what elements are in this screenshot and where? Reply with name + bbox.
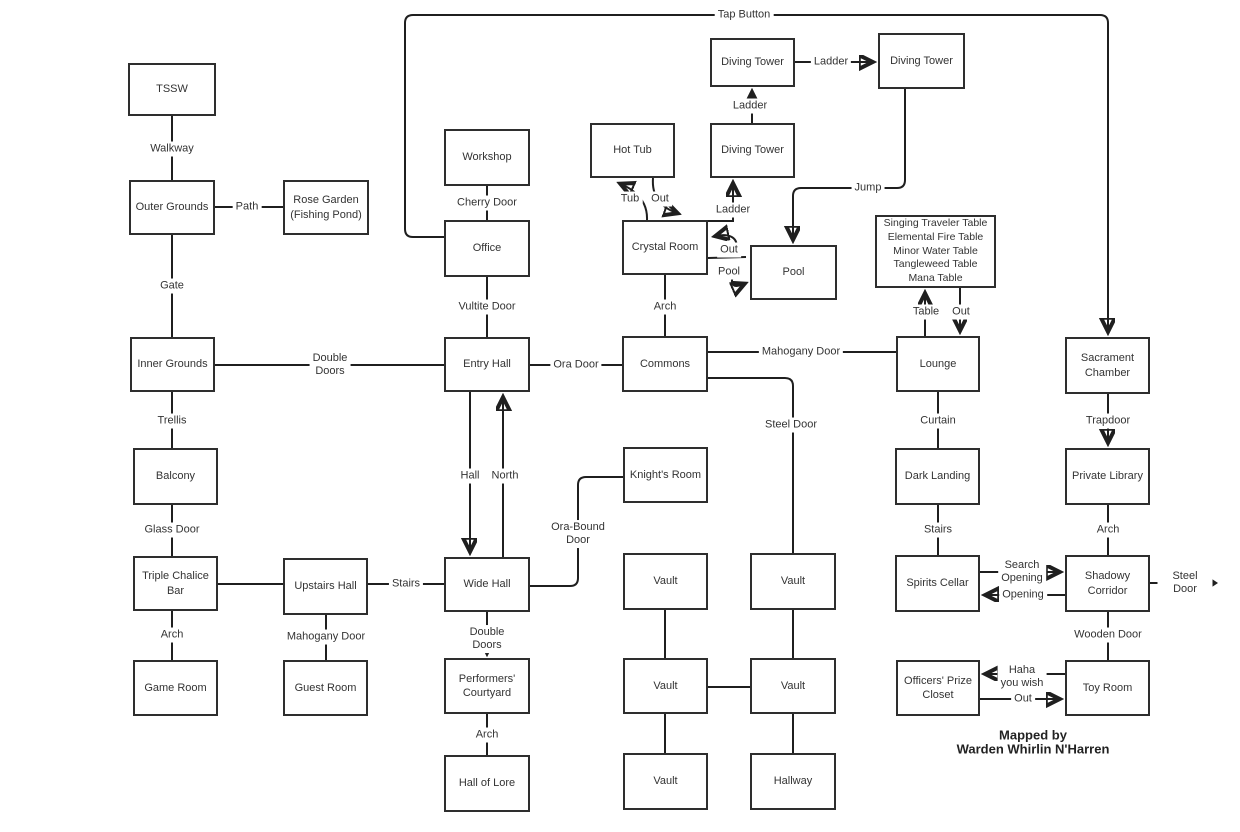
room-crystal-room: Crystal Room bbox=[622, 220, 708, 275]
room-wide-hall: Wide Hall bbox=[444, 557, 530, 612]
edge-label-search-opening: Search Opening bbox=[998, 558, 1046, 586]
edge-label-table: Table bbox=[909, 304, 943, 320]
edge-label-steel-door-vault: Steel Door bbox=[762, 417, 820, 433]
map-credit: Mapped by Warden Whirlin N'Harren bbox=[957, 728, 1110, 755]
room-diving-tower-low: Diving Tower bbox=[710, 123, 795, 178]
room-sacrament-chamber: Sacrament Chamber bbox=[1065, 337, 1150, 394]
room-vault-l3: Vault bbox=[623, 753, 708, 810]
edge-label-hall: Hall bbox=[457, 468, 483, 484]
room-dark-landing: Dark Landing bbox=[895, 448, 980, 505]
room-toy-room: Toy Room bbox=[1065, 660, 1150, 716]
edge-label-stairs-cellar: Stairs bbox=[920, 522, 956, 538]
room-tssw: TSSW bbox=[128, 63, 216, 116]
edge-label-trellis: Trellis bbox=[154, 413, 190, 429]
edge-label-curtain: Curtain bbox=[917, 413, 959, 429]
room-diving-tower-mid: Diving Tower bbox=[710, 38, 795, 87]
edge-label-steel-door-exit: Steel Door bbox=[1157, 569, 1213, 597]
edge-label-tub: Tub bbox=[617, 191, 643, 207]
room-performers-courtyard: Performers' Courtyard bbox=[444, 658, 530, 714]
room-inner-grounds: Inner Grounds bbox=[130, 337, 215, 392]
room-guest-room: Guest Room bbox=[283, 660, 368, 716]
room-triple-chalice-bar: Triple Chalice Bar bbox=[133, 556, 218, 611]
edge-label-ladder-towers-v: Ladder bbox=[729, 98, 771, 114]
edge-label-out-toy-room: Out bbox=[1011, 691, 1035, 707]
edge-label-out-lounge: Out bbox=[949, 304, 973, 320]
edge-label-gate: Gate bbox=[157, 278, 187, 294]
room-rose-garden: Rose Garden (Fishing Pond) bbox=[283, 180, 369, 235]
edge-label-haha-you-wish: Haha you wish bbox=[997, 663, 1047, 691]
edge-label-pool: Pool bbox=[714, 264, 744, 280]
room-balcony: Balcony bbox=[133, 448, 218, 505]
edge-label-stairs-upstairs: Stairs bbox=[388, 576, 424, 592]
room-vault-r2: Vault bbox=[750, 658, 836, 714]
edge-tap-button-line bbox=[404, 14, 1108, 331]
edge-label-trapdoor: Trapdoor bbox=[1082, 413, 1134, 429]
edge-label-ladder-towers-h: Ladder bbox=[810, 54, 852, 70]
map-credit-line2: Warden Whirlin N'Harren bbox=[956, 741, 1110, 756]
edge-label-north: North bbox=[488, 468, 522, 484]
room-diving-tower-right: Diving Tower bbox=[878, 33, 965, 89]
edge-label-arch-bar: Arch bbox=[157, 627, 187, 643]
room-commons: Commons bbox=[622, 336, 708, 392]
edge-label-out-pool: Out bbox=[717, 242, 741, 258]
edge-label-ora-bound-door: Ora-Bound Door bbox=[548, 520, 608, 548]
room-hallway: Hallway bbox=[750, 753, 836, 810]
edge-label-vultite-door: Vultite Door bbox=[455, 299, 519, 315]
room-outer-grounds: Outer Grounds bbox=[129, 180, 215, 235]
room-pool: Pool bbox=[750, 245, 837, 300]
room-lounge: Lounge bbox=[896, 336, 980, 392]
room-office: Office bbox=[444, 220, 530, 277]
room-workshop: Workshop bbox=[444, 129, 530, 186]
edge-label-arch-courtyard: Arch bbox=[472, 727, 502, 743]
edge-label-arch-commons: Arch bbox=[650, 299, 680, 315]
edge-jump-line bbox=[793, 89, 906, 239]
room-shadowy-corridor: Shadowy Corridor bbox=[1065, 555, 1150, 612]
edge-label-glass-door: Glass Door bbox=[141, 522, 203, 538]
edge-label-jump: Jump bbox=[851, 180, 885, 196]
edge-label-mahogany-door-commons: Mahogany Door bbox=[758, 344, 844, 360]
edge-label-double-doors-s: Double Doors bbox=[466, 625, 508, 653]
room-spirits-cellar: Spirits Cellar bbox=[895, 555, 980, 612]
room-vault-l2: Vault bbox=[623, 658, 708, 714]
edge-ladder-crystal-line bbox=[708, 184, 733, 222]
edge-label-opening: Opening bbox=[999, 587, 1047, 603]
room-hall-of-lore: Hall of Lore bbox=[444, 755, 530, 812]
edge-label-wooden-door: Wooden Door bbox=[1071, 627, 1145, 643]
edge-label-ora-door: Ora Door bbox=[550, 357, 602, 373]
room-private-library: Private Library bbox=[1065, 448, 1150, 505]
edge-label-path: Path bbox=[232, 199, 262, 215]
edge-label-out-hot-tub: Out bbox=[648, 191, 672, 207]
map-credit-line1: Mapped by bbox=[999, 727, 1067, 743]
edge-label-ladder-crystal: Ladder bbox=[712, 202, 754, 218]
room-vault-r1: Vault bbox=[750, 553, 836, 610]
room-officers-prize-closet: Officers' Prize Closet bbox=[896, 660, 980, 716]
edge-label-arch-library: Arch bbox=[1093, 522, 1123, 538]
room-knights-room: Knight's Room bbox=[623, 447, 708, 503]
edge-label-double-doors-w: Double Doors bbox=[309, 351, 351, 379]
edge-steel-door-vault-line bbox=[708, 377, 794, 553]
edge-label-mahogany-door-upstairs: Mahogany Door bbox=[283, 629, 369, 645]
room-hot-tub: Hot Tub bbox=[590, 123, 675, 178]
room-upstairs-hall: Upstairs Hall bbox=[283, 558, 368, 615]
room-entry-hall: Entry Hall bbox=[444, 337, 530, 392]
edge-label-tap-button: Tap Button bbox=[714, 7, 774, 23]
edge-label-cherry-door: Cherry Door bbox=[454, 195, 520, 211]
room-game-room: Game Room bbox=[133, 660, 218, 716]
edge-label-walkway: Walkway bbox=[147, 141, 197, 157]
room-vault-l1: Vault bbox=[623, 553, 708, 610]
room-tables: Singing Traveler Table Elemental Fire Ta… bbox=[875, 215, 996, 288]
